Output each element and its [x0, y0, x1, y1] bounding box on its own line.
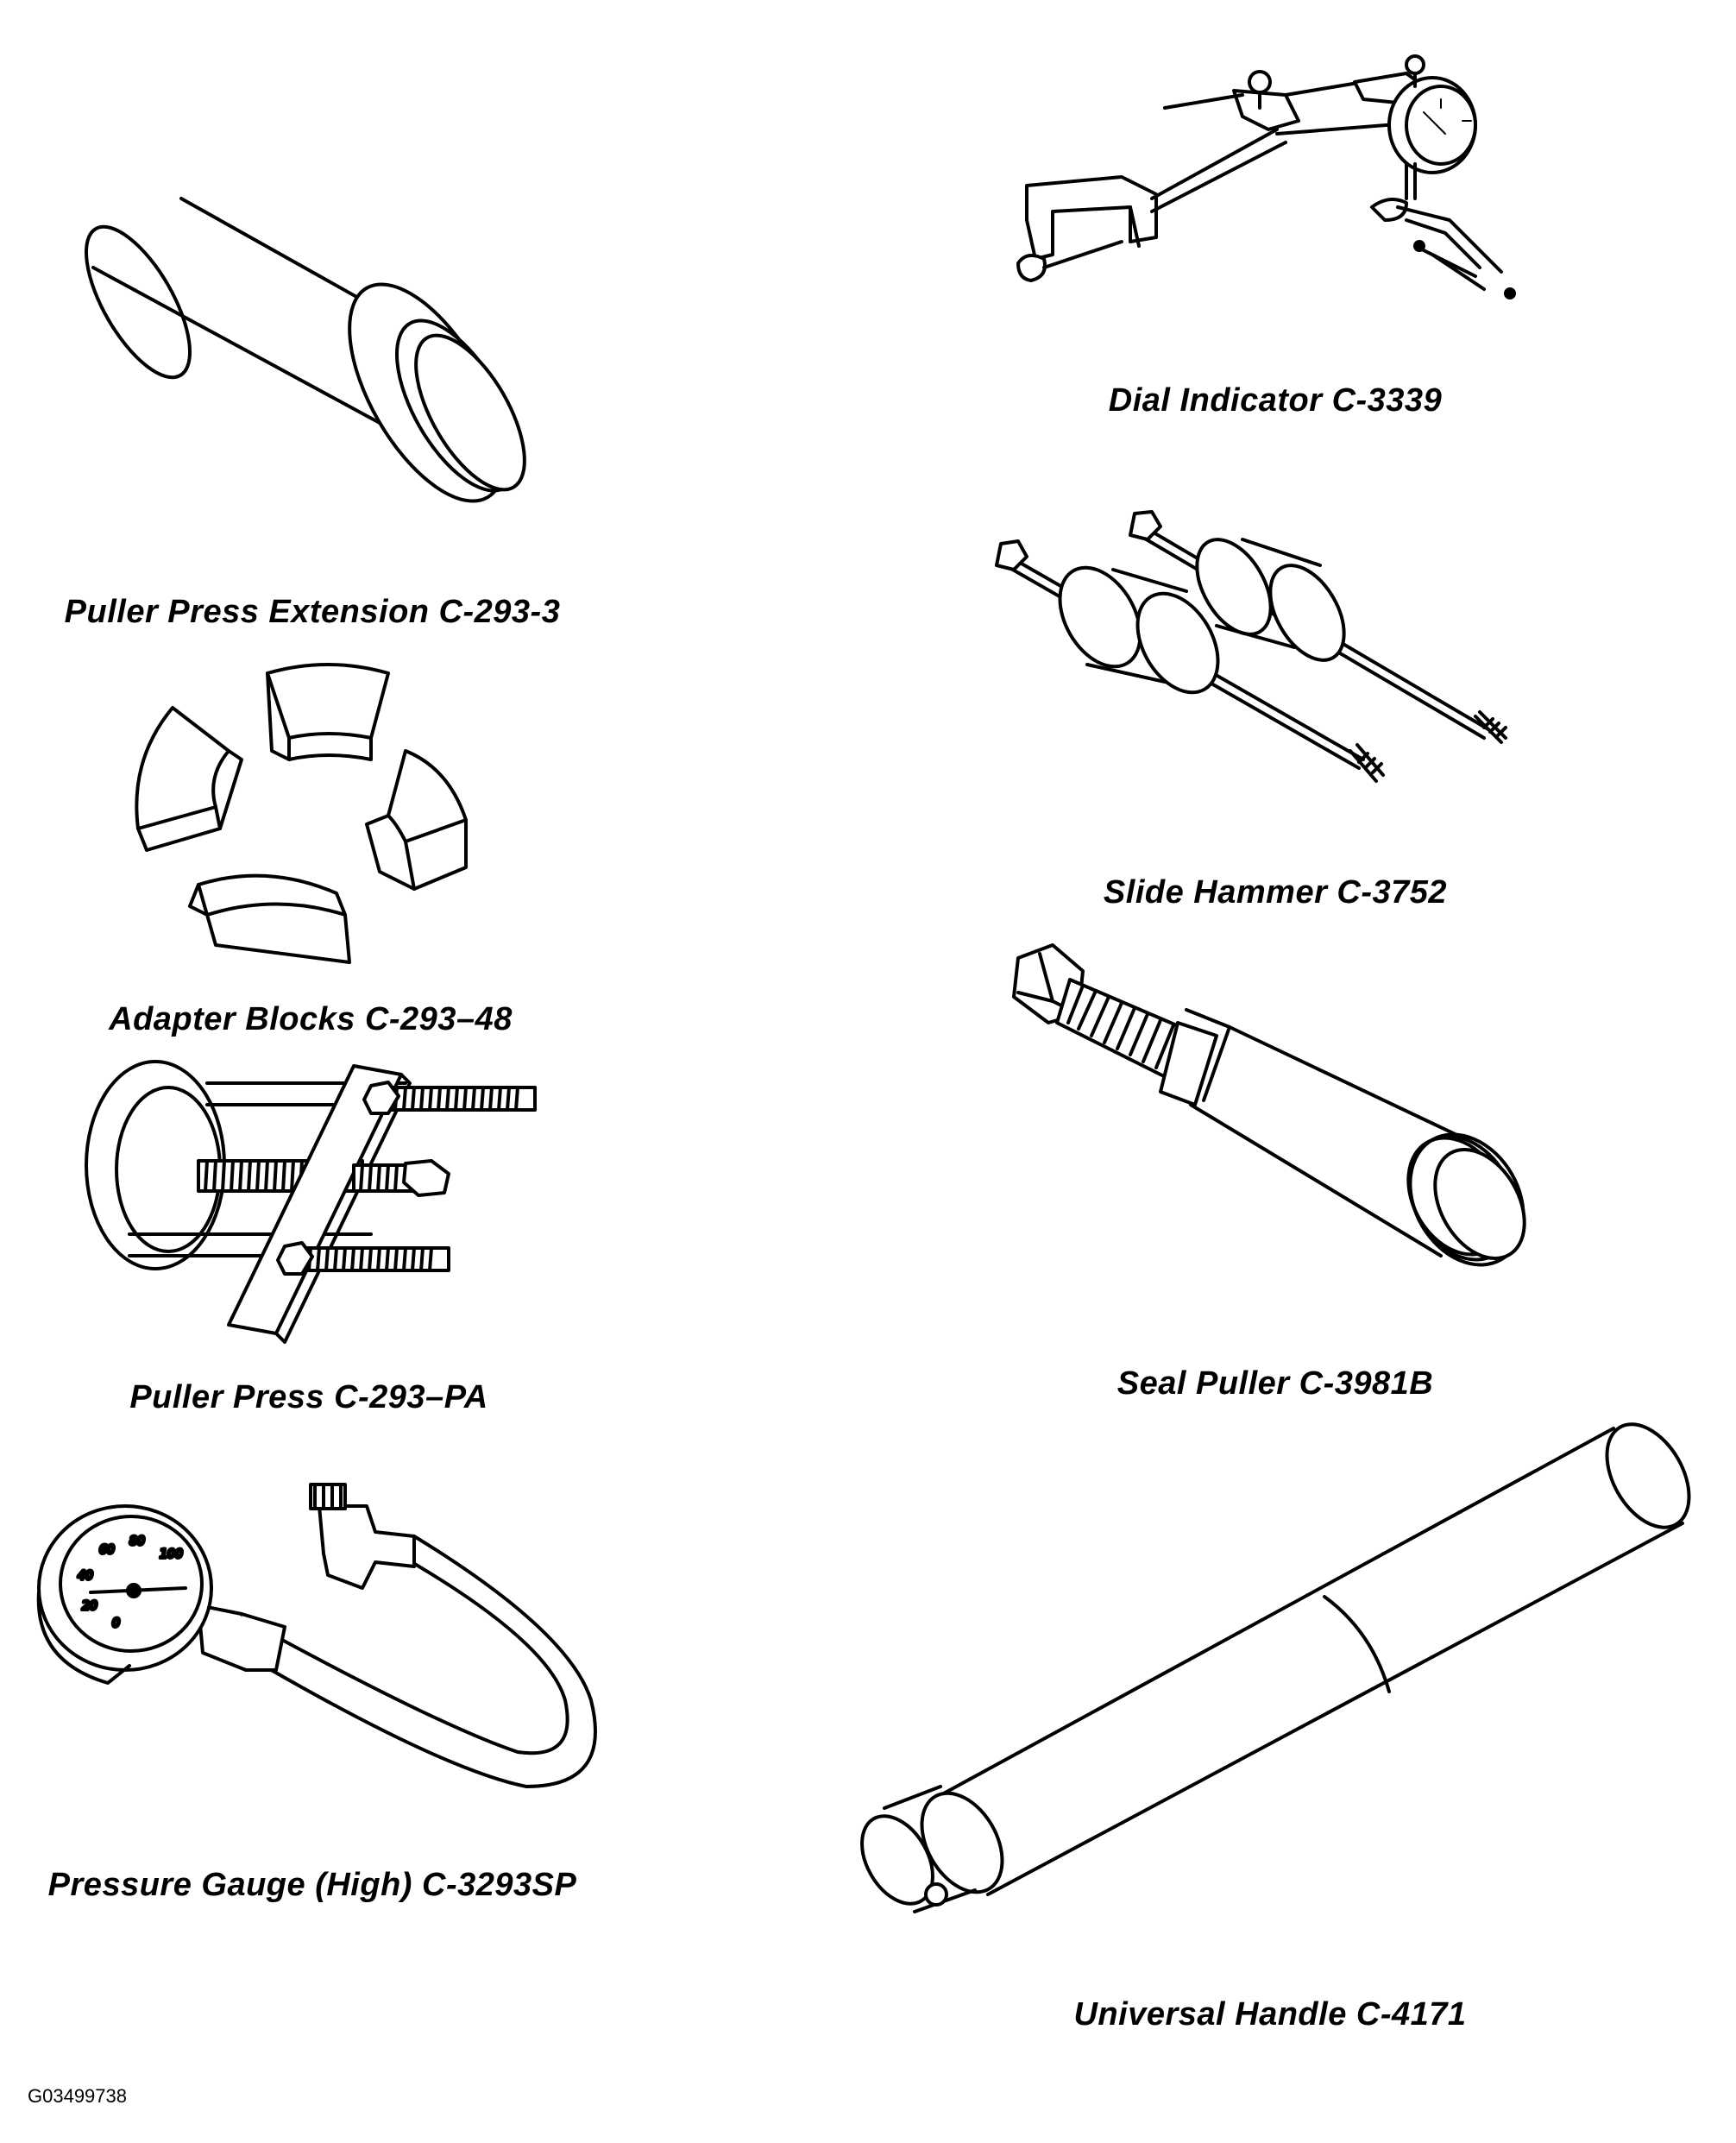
dial-indicator-illustration — [1016, 54, 1516, 299]
seal-puller-illustration — [1012, 943, 1526, 1267]
puller-press-illustration — [85, 1060, 537, 1344]
gauge-number-40: 40 — [78, 1569, 93, 1583]
gauge-number-20: 20 — [82, 1599, 97, 1613]
slide-hammer-label: Slide Hammer C-3752 — [1103, 874, 1448, 911]
gauge-number-80: 80 — [129, 1535, 145, 1548]
gauge-number-0: 0 — [112, 1617, 120, 1630]
universal-handle-label: Universal Handle C-4171 — [1073, 1996, 1467, 2033]
gauge-number-100: 100 — [160, 1547, 183, 1561]
dial-indicator-label: Dial Indicator C-3339 — [1108, 382, 1443, 419]
pressure-gauge-high-label: Pressure Gauge (High) C-3293SP — [47, 1867, 577, 1903]
universal-handle-illustration — [860, 1422, 1691, 1913]
gauge-number-60: 60 — [99, 1543, 115, 1557]
pressure-gauge-illustration: 60 80 100 40 20 0 — [36, 1483, 597, 1788]
seal-puller-label: Seal Puller C-3981B — [1116, 1365, 1434, 1402]
puller-press-label: Puller Press C-293–PA — [129, 1379, 488, 1415]
puller-press-extension-label: Puller Press Extension C-293-3 — [64, 594, 561, 630]
slide-hammer-illustration — [995, 510, 1507, 783]
puller-press-extension-illustration — [84, 197, 526, 503]
adapter-blocks-illustration — [135, 663, 468, 964]
figure-id: G03499738 — [28, 2085, 127, 2107]
adapter-blocks-label: Adapter Blocks C-293–48 — [109, 1001, 513, 1037]
